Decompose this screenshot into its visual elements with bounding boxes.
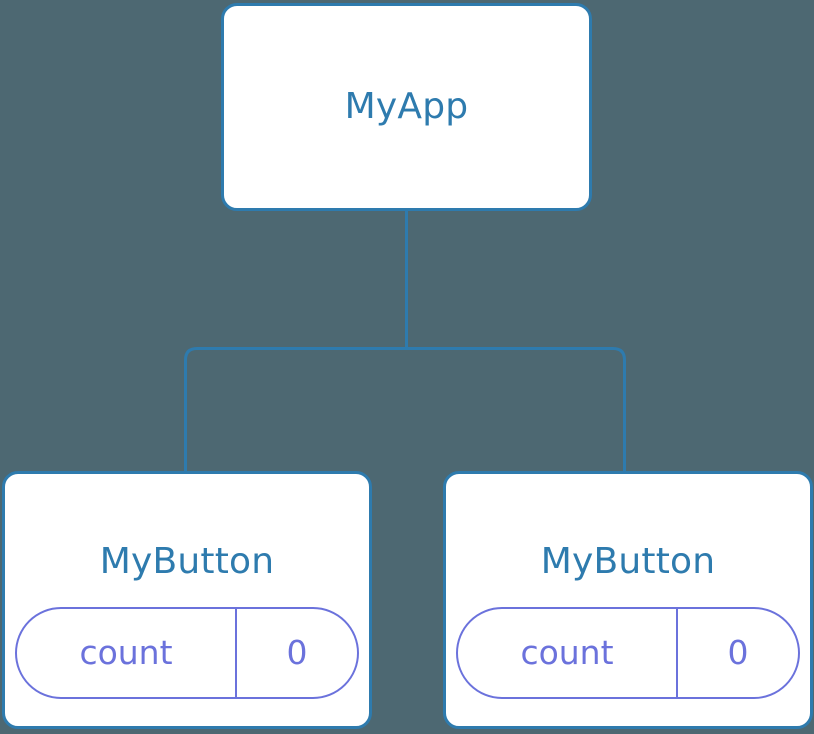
state-badge[interactable]: count 0: [456, 606, 800, 699]
state-badge[interactable]: count 0: [15, 606, 359, 699]
component-node-label: MyButton: [99, 541, 275, 583]
component-node-root[interactable]: MyApp: [221, 3, 592, 211]
component-node-body: MyButton count 0: [5, 501, 369, 699]
edge-branch-right: [406, 347, 626, 471]
component-node-label: MyButton: [540, 541, 716, 583]
component-node-child[interactable]: MyButton count 0: [443, 471, 813, 729]
state-badge-value: 0: [727, 633, 749, 673]
state-badge-divider: [676, 608, 678, 697]
component-node-body: MyButton count 0: [446, 501, 810, 699]
state-badge-value: 0: [286, 633, 308, 673]
state-badge-key: count: [79, 633, 173, 673]
component-node-label: MyApp: [344, 86, 469, 128]
state-badge-divider: [235, 608, 237, 697]
edge-branch-left: [184, 347, 407, 471]
state-badge-key: count: [520, 633, 614, 673]
component-node-child[interactable]: MyButton count 0: [2, 471, 372, 729]
